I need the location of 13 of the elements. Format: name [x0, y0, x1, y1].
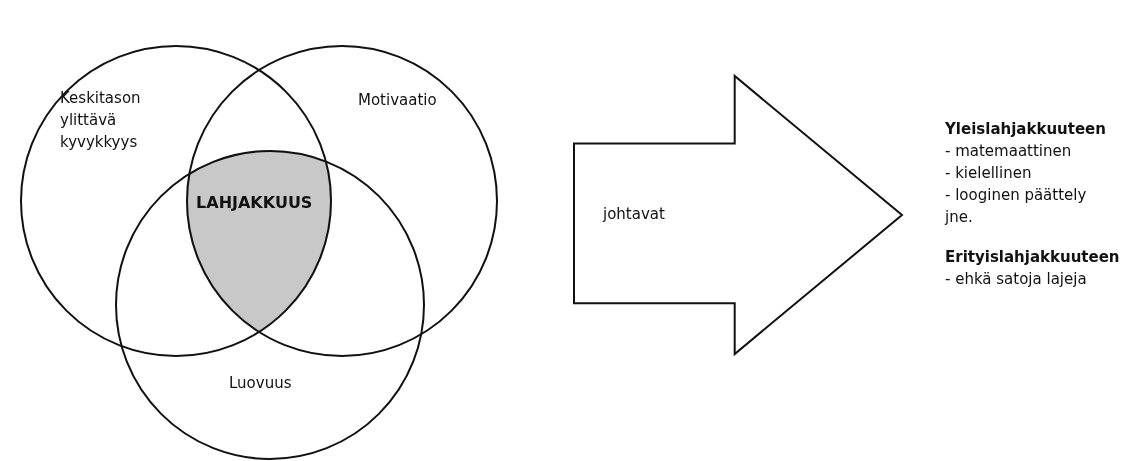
- list-heading: Yleislahjakkuuteen: [945, 119, 1107, 140]
- venn-circle: [115, 150, 425, 460]
- circle-label: Keskitason ylittävä kyvykkyys: [60, 88, 142, 153]
- venn-circle: [186, 45, 498, 357]
- list-item: - matemaattinen: [945, 141, 1073, 162]
- venn-circle: [20, 45, 332, 357]
- list-item: - kielellinen: [945, 163, 1033, 184]
- circle-label: Motivaatio: [358, 90, 438, 111]
- intersection-label: LAHJAKKUUS: [196, 192, 313, 215]
- list-item: - looginen päättely jne.: [945, 185, 1088, 228]
- arrow-label: johtavat: [603, 204, 665, 225]
- circle-label: Luovuus: [229, 373, 293, 394]
- list-item: - ehkä satoja lajeja: [945, 269, 1088, 290]
